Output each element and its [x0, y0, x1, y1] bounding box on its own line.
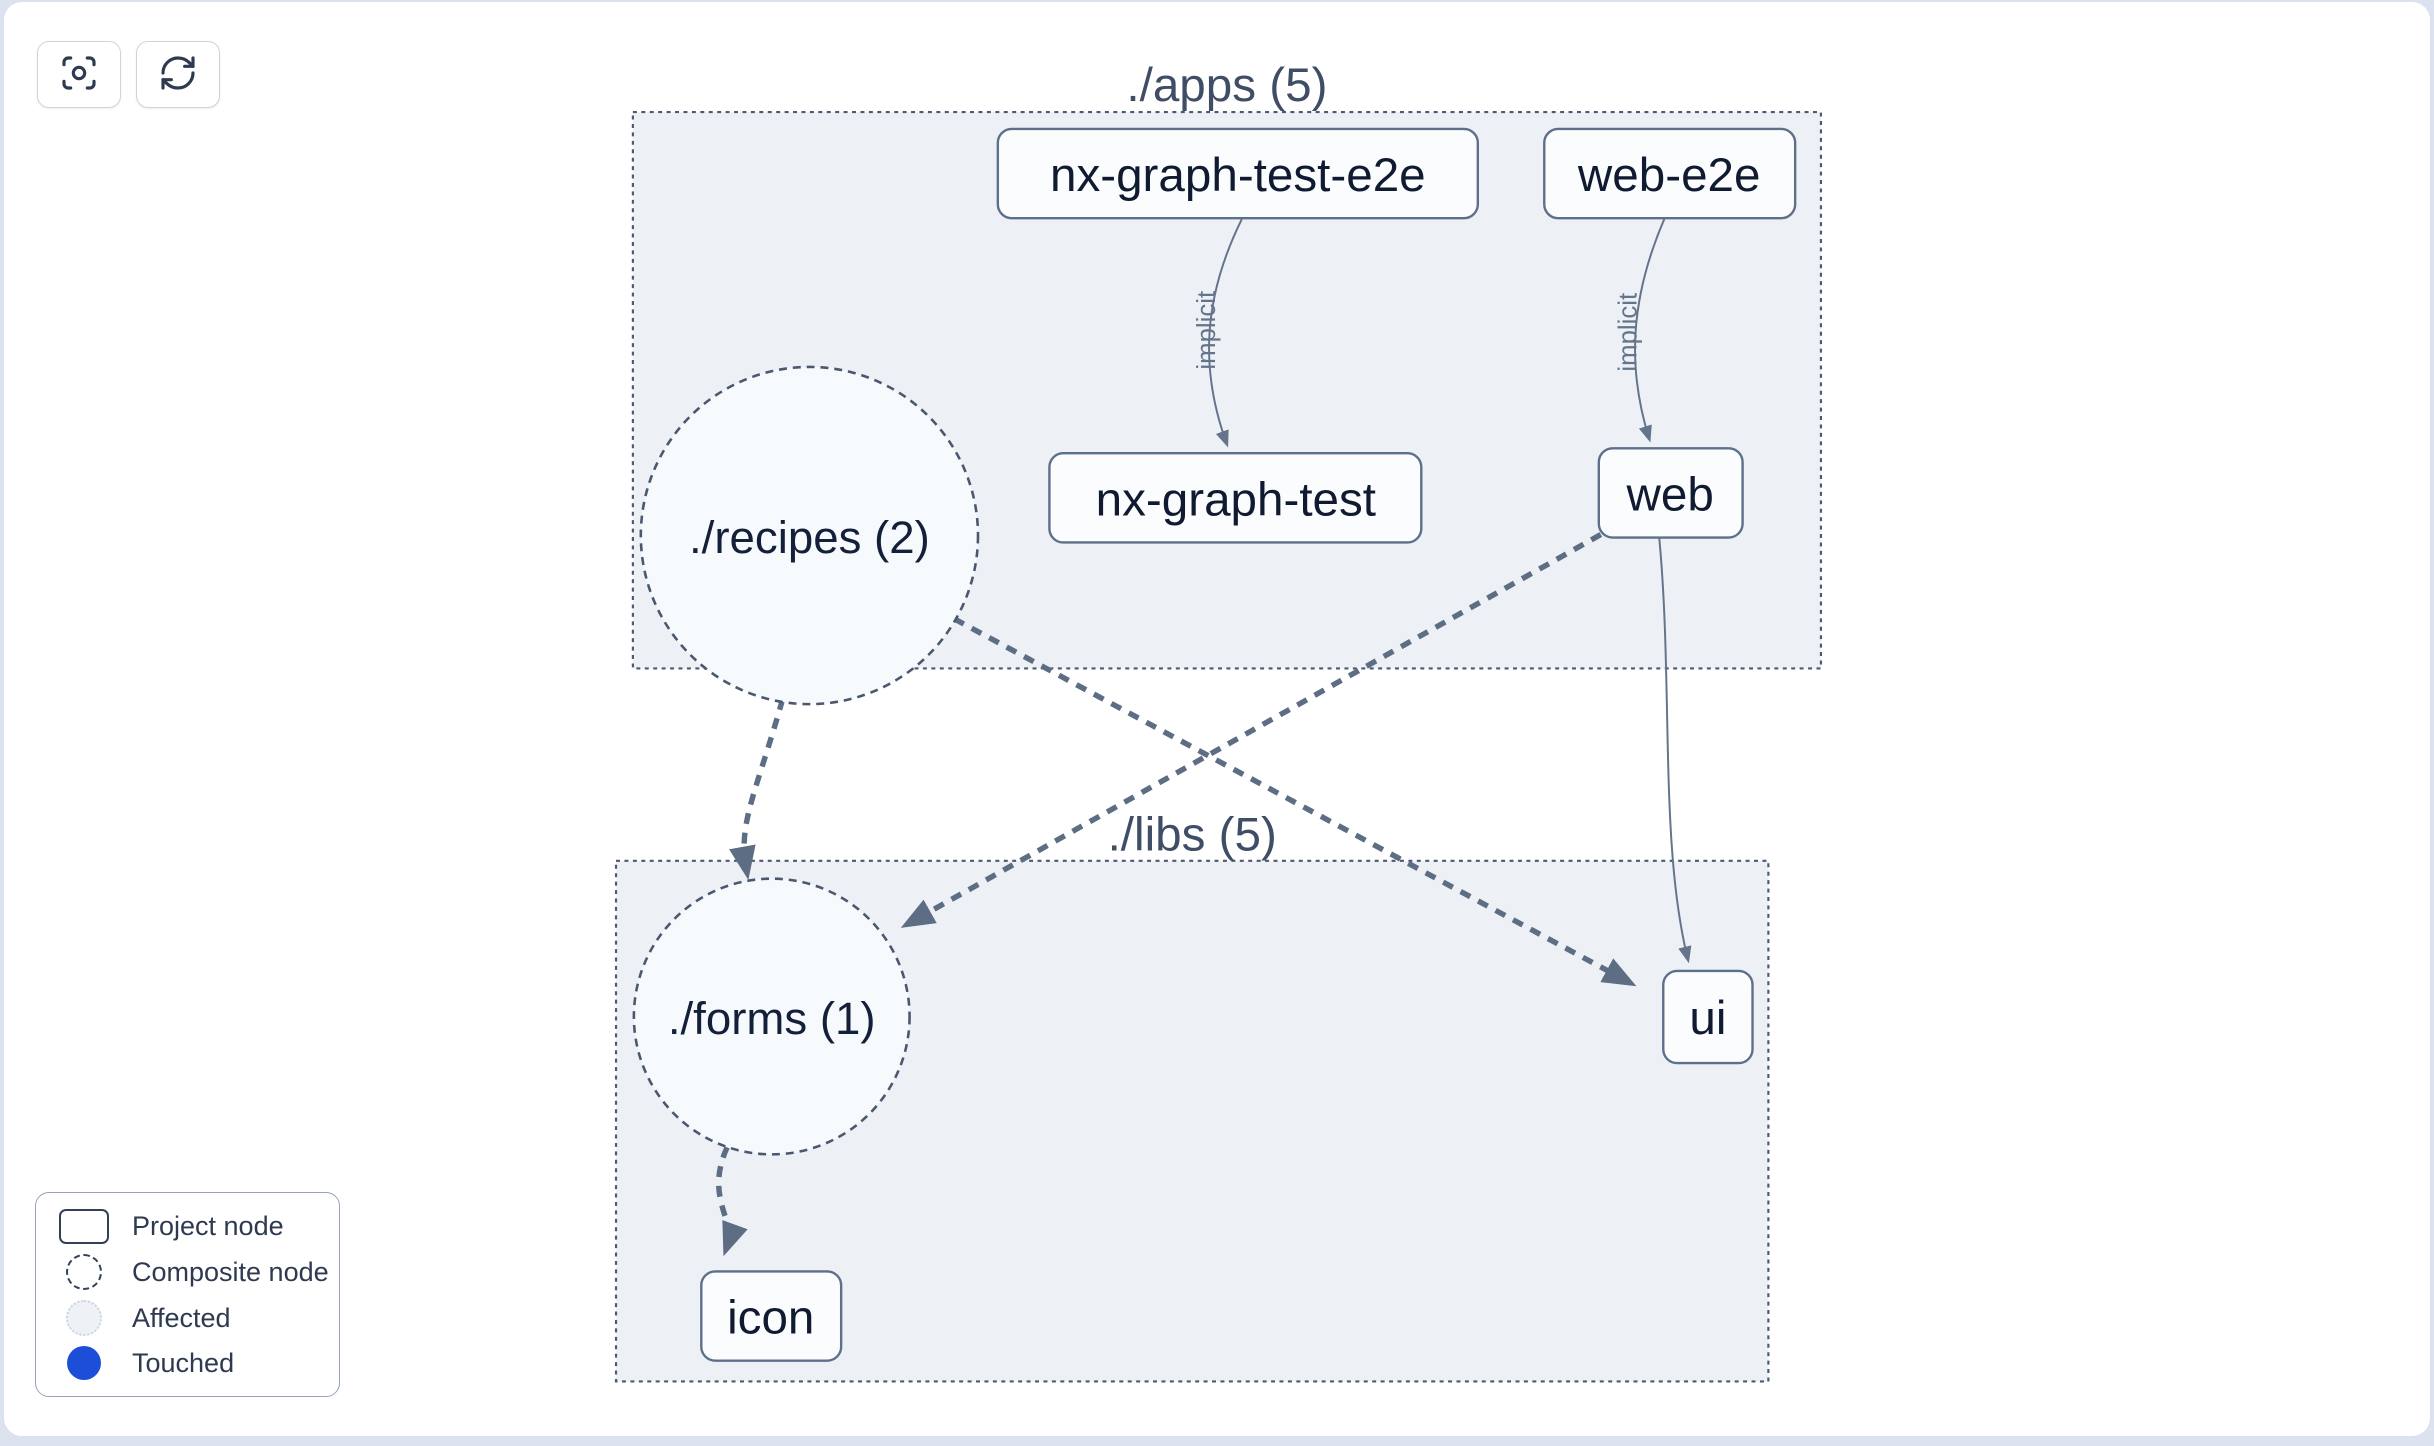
composite-node-swatch-icon [36, 1254, 132, 1290]
edge-path [952, 616, 1637, 987]
legend-item-composite-node: Composite node [36, 1254, 339, 1290]
node-recipes[interactable]: ./recipes (2) [639, 365, 980, 706]
toolbar [37, 41, 220, 108]
legend-label: Composite node [132, 1256, 329, 1287]
node-rect [1597, 447, 1744, 539]
edge-web-to-ui[interactable] [1658, 538, 1692, 964]
node-label: nx-graph-test [1096, 473, 1376, 526]
edge-path [900, 532, 1603, 928]
node-nx-graph-test[interactable]: nx-graph-test [1048, 452, 1423, 544]
legend-label: Affected [132, 1302, 231, 1333]
legend-item-affected: Affected [36, 1300, 339, 1336]
composite-circle [639, 365, 980, 706]
focus-reset-button[interactable] [37, 41, 121, 108]
node-label: nx-graph-test-e2e [1050, 149, 1426, 202]
node-label: ./recipes (2) [689, 512, 930, 563]
edge-path [1634, 218, 1666, 443]
node-rect [1048, 452, 1423, 544]
edge-web-e2e-to-web[interactable] [1634, 218, 1666, 443]
edge-label-implicit-1: implicit [1193, 291, 1221, 370]
edge-recipes-to-ui[interactable] [952, 616, 1637, 987]
legend-label: Project node [132, 1211, 284, 1241]
composite-circle [632, 877, 911, 1156]
node-label: web [1626, 468, 1714, 521]
touched-swatch-icon [36, 1346, 132, 1380]
affected-swatch-icon [36, 1300, 132, 1336]
edge-recipes-to-forms[interactable] [729, 698, 786, 881]
legend-item-touched: Touched [36, 1346, 339, 1380]
edge-web-to-forms[interactable] [900, 532, 1603, 928]
edge-path [729, 698, 786, 881]
node-ui[interactable]: ui [1662, 969, 1754, 1065]
edge-path [1208, 218, 1243, 448]
node-rect [1662, 969, 1754, 1065]
refresh-icon [158, 53, 198, 96]
edge-path [715, 1146, 748, 1257]
node-label: ./forms (1) [668, 993, 876, 1044]
legend-item-project-node: Project node [36, 1209, 339, 1244]
node-rect [996, 127, 1480, 220]
refresh-button[interactable] [136, 41, 220, 108]
node-forms[interactable]: ./forms (1) [632, 877, 911, 1156]
focus-crosshair-icon [59, 53, 99, 96]
node-label: icon [727, 1291, 814, 1344]
edge-nx-graph-test-e2e-to-nx-graph-test[interactable] [1208, 218, 1243, 448]
node-rect [1543, 127, 1797, 220]
edge-path [1658, 538, 1692, 964]
edge-forms-to-icon[interactable] [715, 1146, 748, 1257]
node-web[interactable]: web [1597, 447, 1744, 539]
project-node-swatch-icon [36, 1209, 132, 1244]
dependency-graph: ./apps (5) ./libs (5) implicit im [614, 59, 1823, 1383]
legend-label: Touched [132, 1347, 235, 1378]
node-nx-graph-test-e2e[interactable]: nx-graph-test-e2e [996, 127, 1480, 220]
cluster-libs-label: ./libs (5) [1108, 809, 1277, 862]
legend: Project node Composite node Affected Tou… [35, 1192, 340, 1397]
edge-label-implicit-2: implicit [1615, 293, 1643, 372]
node-icon[interactable]: icon [700, 1270, 843, 1362]
node-rect [700, 1270, 843, 1362]
node-label: ui [1689, 992, 1726, 1045]
node-web-e2e[interactable]: web-e2e [1543, 127, 1797, 220]
node-label: web-e2e [1577, 149, 1761, 202]
cluster-apps-label: ./apps (5) [1126, 59, 1327, 112]
